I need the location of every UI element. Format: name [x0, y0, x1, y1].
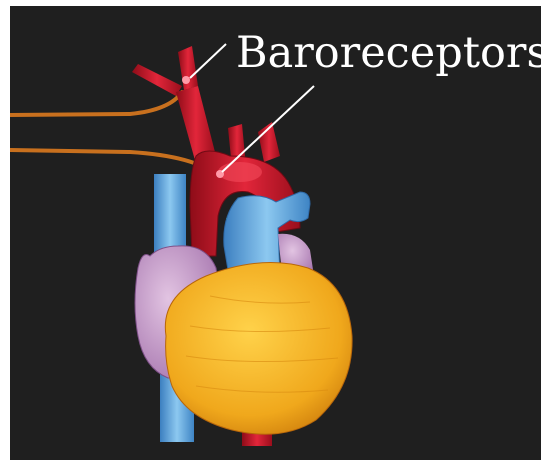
superior-vena-cava	[154, 174, 186, 256]
diagram-frame: Baroreceptors	[10, 6, 541, 460]
baroreceptors-label: Baroreceptors	[236, 32, 541, 75]
ventricles	[165, 263, 352, 435]
aortic-arch-highlight	[218, 162, 262, 182]
